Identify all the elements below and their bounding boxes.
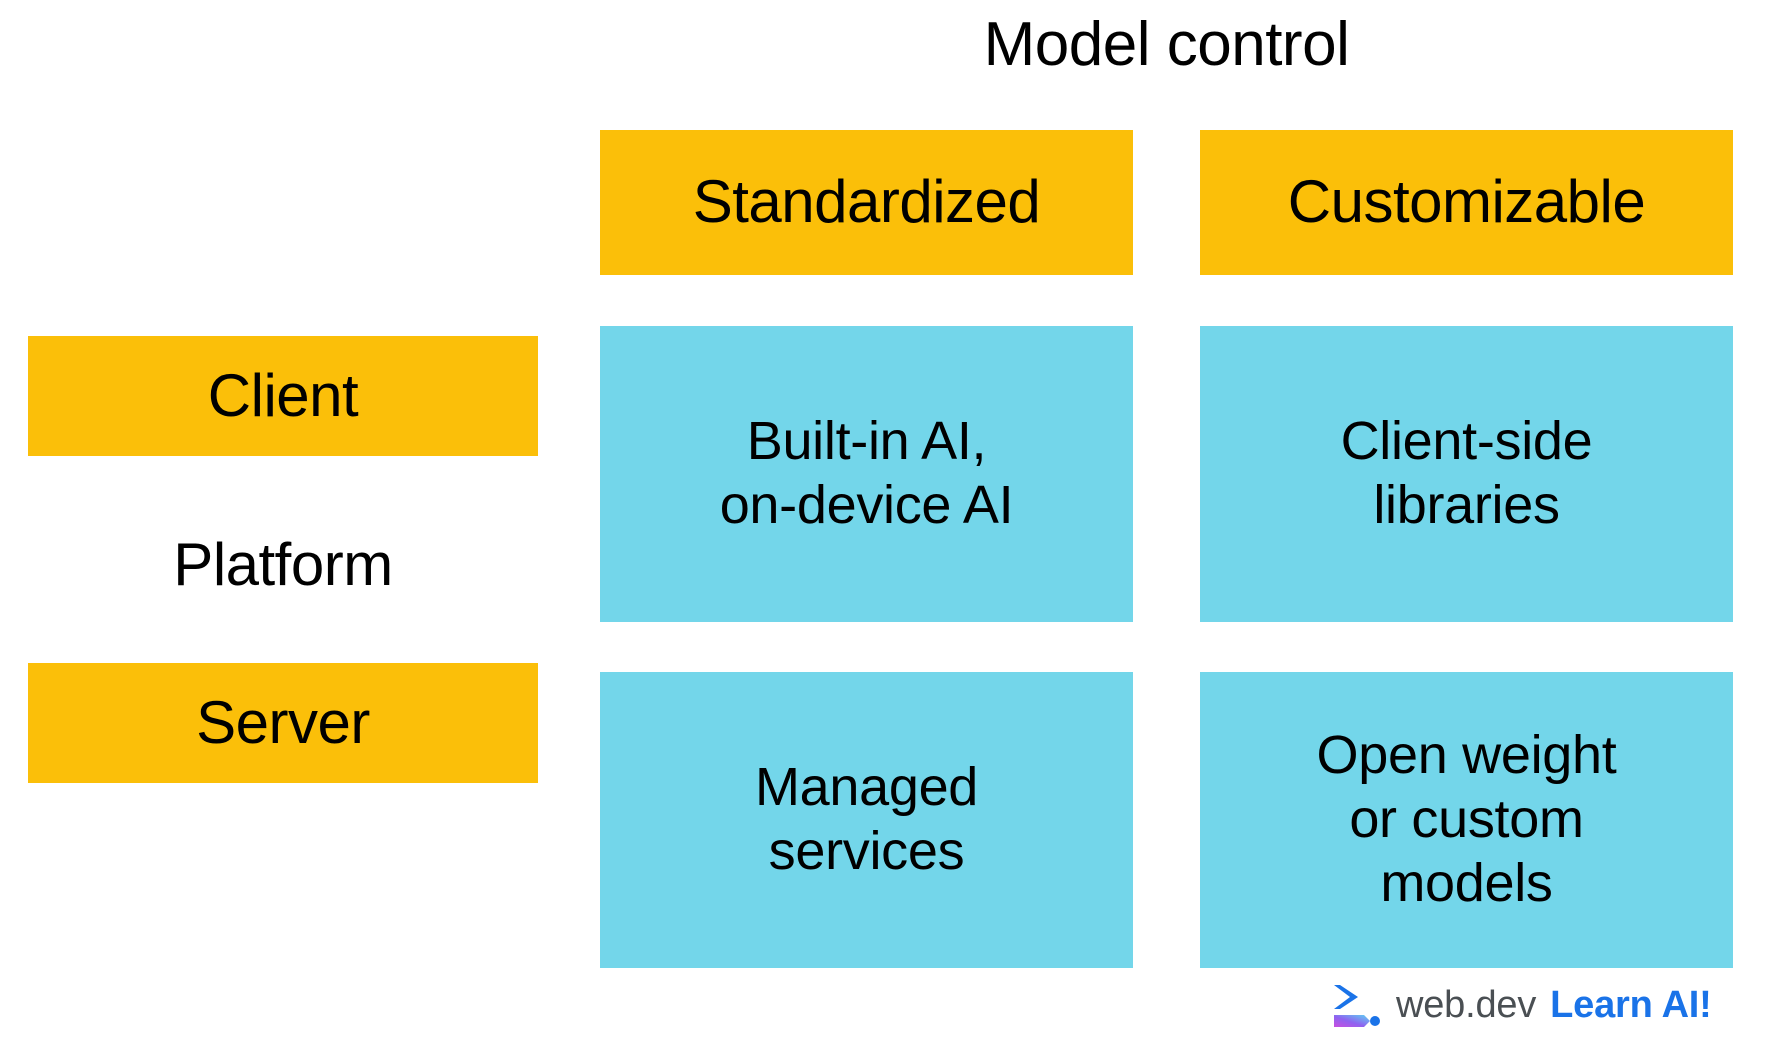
- footer-logo-lockup: web.dev Learn AI!: [1330, 975, 1712, 1035]
- matrix-cell-server-standardized: Managed services: [600, 672, 1133, 968]
- matrix-cell-text: Managed services: [735, 756, 998, 883]
- row-header-server: Server: [28, 663, 538, 783]
- column-header-label: Standardized: [692, 168, 1041, 236]
- row-axis-label-text: Platform: [173, 530, 393, 598]
- matrix-cell-line: Built-in AI,: [746, 411, 987, 472]
- matrix-cell-text: Built-in AI, on-device AI: [700, 410, 1034, 537]
- row-axis-label: Platform: [28, 510, 538, 620]
- matrix-cell-line: models: [1380, 852, 1553, 913]
- matrix-cell-line: libraries: [1373, 475, 1560, 535]
- matrix-cell-line: Open weight: [1316, 725, 1617, 786]
- matrix-cell-line: Client-side: [1340, 411, 1593, 472]
- matrix-cell-text: Client-side libraries: [1321, 410, 1613, 537]
- matrix-cell-text: Open weight or custom models: [1297, 724, 1637, 915]
- matrix-cell-client-customizable: Client-side libraries: [1200, 326, 1733, 622]
- column-header-customizable: Customizable: [1200, 130, 1733, 275]
- matrix-cell-line: on-device AI: [719, 475, 1014, 535]
- column-header-standardized: Standardized: [600, 130, 1133, 275]
- matrix-cell-line: or custom: [1349, 789, 1584, 850]
- page-title: Model control: [983, 10, 1350, 79]
- matrix-cell-client-standardized: Built-in AI, on-device AI: [600, 326, 1133, 622]
- footer-brand-wordmark: web.dev: [1396, 984, 1537, 1026]
- column-header-label: Customizable: [1287, 168, 1646, 236]
- row-header-label: Server: [196, 688, 370, 756]
- row-header-client: Client: [28, 336, 538, 456]
- matrix-cell-line: services: [768, 821, 965, 881]
- matrix-cell-line: Managed: [754, 757, 979, 818]
- row-header-label: Client: [207, 361, 359, 429]
- webdev-chevron-icon: [1334, 985, 1380, 1027]
- footer-tagline: Learn AI!: [1550, 984, 1712, 1026]
- matrix-cell-server-customizable: Open weight or custom models: [1200, 672, 1733, 968]
